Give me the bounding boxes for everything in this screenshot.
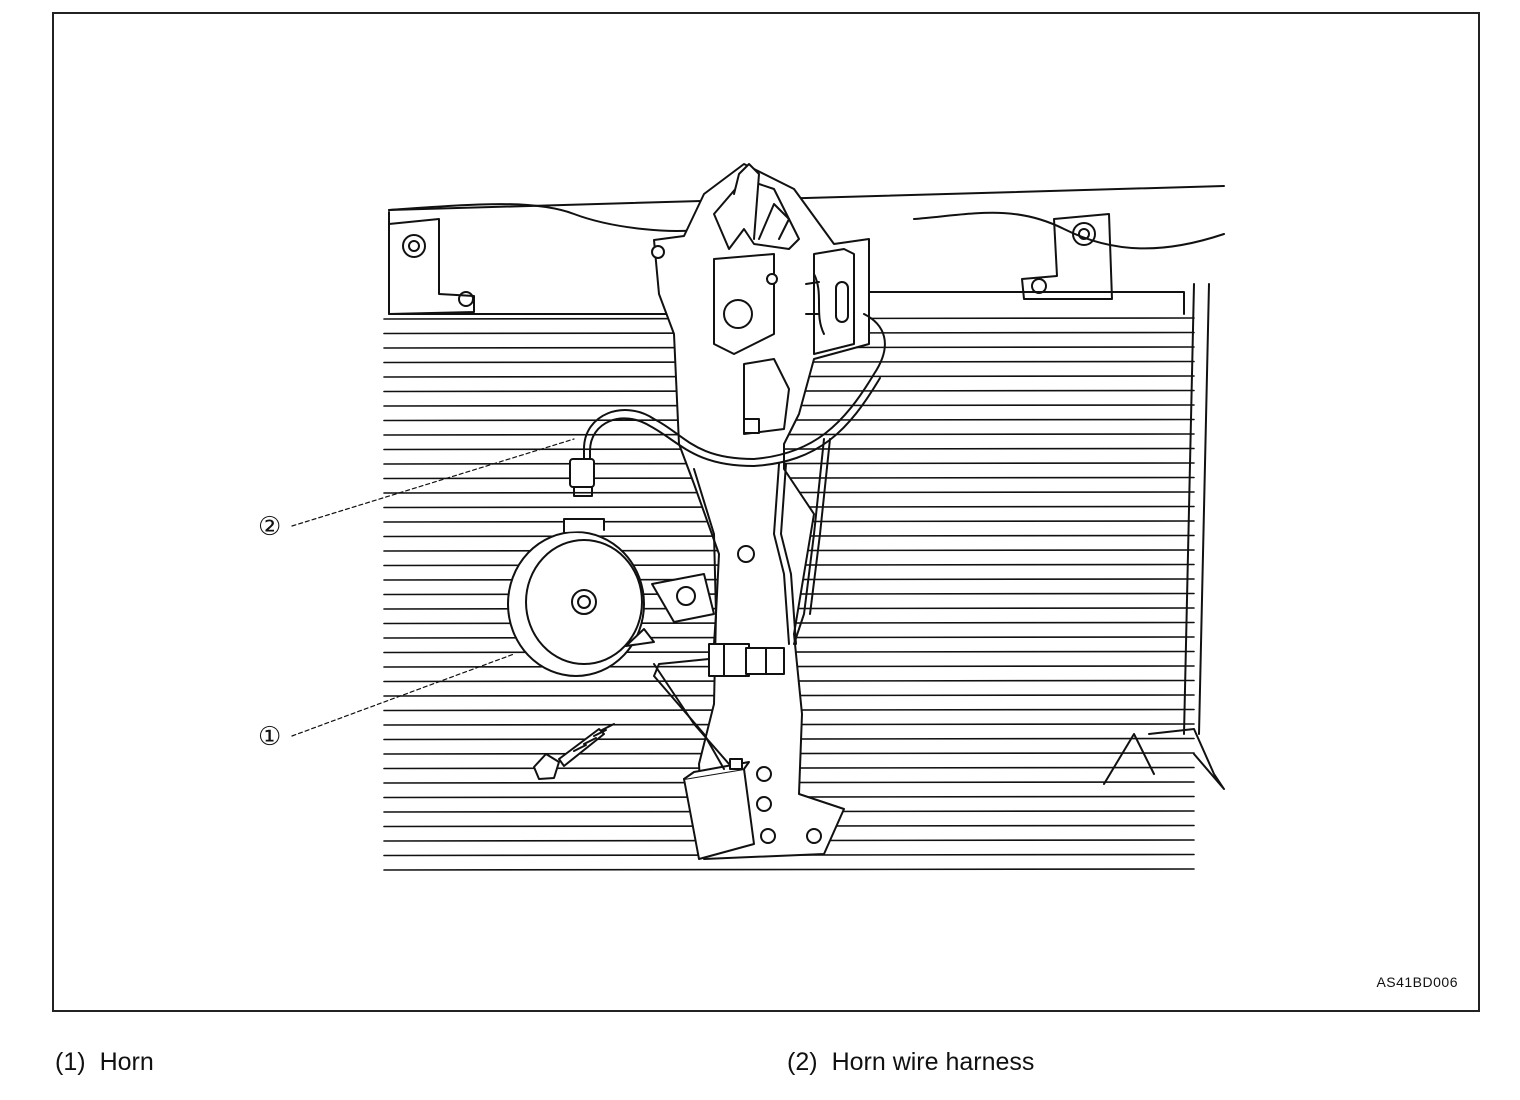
diagram-frame: ① ② AS41BD006 xyxy=(52,12,1480,1012)
horn-relay xyxy=(683,758,776,860)
horn-wire-harness xyxy=(569,313,886,770)
legend-text: Horn xyxy=(99,1048,154,1076)
radiator-side-support xyxy=(1103,283,1225,790)
legend-item-1: (1) Horn xyxy=(55,1048,154,1077)
callout-2: ② xyxy=(258,512,282,542)
callout-1: ① xyxy=(258,722,282,752)
left-mount-bracket xyxy=(388,218,475,315)
radiator-fin xyxy=(383,447,1195,451)
horn-mounting-illustration xyxy=(291,163,1225,871)
right-mount-bracket xyxy=(1021,213,1113,300)
legend-item-2: (2) Horn wire harness xyxy=(787,1048,1034,1077)
radiator-fin xyxy=(383,868,1195,871)
radiator-upper-tank xyxy=(388,185,1225,315)
legend-number: (2) xyxy=(787,1048,818,1076)
legend-number: (1) xyxy=(55,1048,86,1076)
horn-mounting-bolt xyxy=(533,723,615,780)
leader-line-1 xyxy=(291,653,515,737)
horn xyxy=(507,518,755,677)
leader-lines xyxy=(291,438,575,737)
legend-text: Horn wire harness xyxy=(831,1048,1035,1076)
leader-line-2 xyxy=(291,438,575,527)
harness-connector xyxy=(708,643,785,677)
hood-latch xyxy=(651,163,855,844)
radiator-fin xyxy=(383,462,1195,465)
figure-code: AS41BD006 xyxy=(1376,974,1458,990)
